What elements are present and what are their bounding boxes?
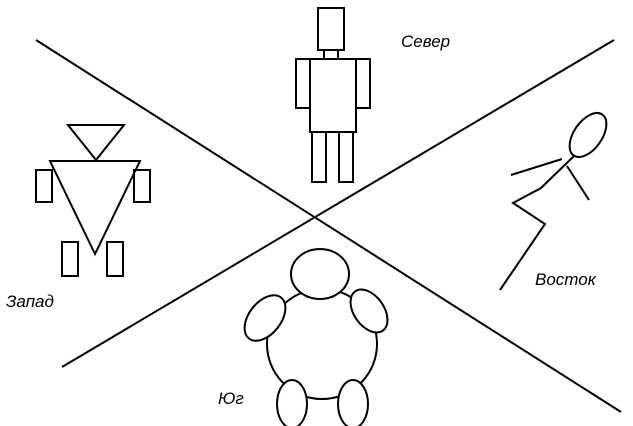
south-round-figure [243,248,389,426]
north-figure-right-leg [338,131,354,183]
north-figure-neck [323,49,339,60]
east-figure-head [568,112,608,158]
south-figure-right-arm [349,288,389,334]
west-figure-right-leg [106,241,124,277]
west-figure-left-leg [61,241,79,277]
east-figure-right-arm [566,165,590,201]
south-figure-head [290,248,350,300]
diagonal-line-ne-sw [61,39,615,368]
west-figure-body [48,160,142,257]
label-south: Юг [218,389,244,408]
west-figure-left-arm [35,169,53,203]
east-figure-body [499,155,575,291]
west-figure-head [65,124,127,162]
north-figure-right-arm [355,58,371,109]
north-rectangle-figure [295,7,371,183]
east-stick-figure [499,112,608,291]
north-figure-body [309,58,357,133]
label-north: Север [401,32,451,51]
east-figure-left-arm [510,158,563,176]
south-figure-left-arm [243,294,287,342]
label-west: Запад [6,292,54,311]
north-figure-head [317,7,345,51]
south-figure-left-foot [276,379,308,426]
south-figure-right-foot [337,379,369,426]
diagonal-line-nw-se [35,39,622,413]
west-triangle-figure [35,124,151,277]
north-figure-left-leg [311,131,327,183]
west-figure-right-arm [133,169,151,203]
north-figure-left-arm [295,58,311,109]
label-east: Восток [535,270,596,289]
